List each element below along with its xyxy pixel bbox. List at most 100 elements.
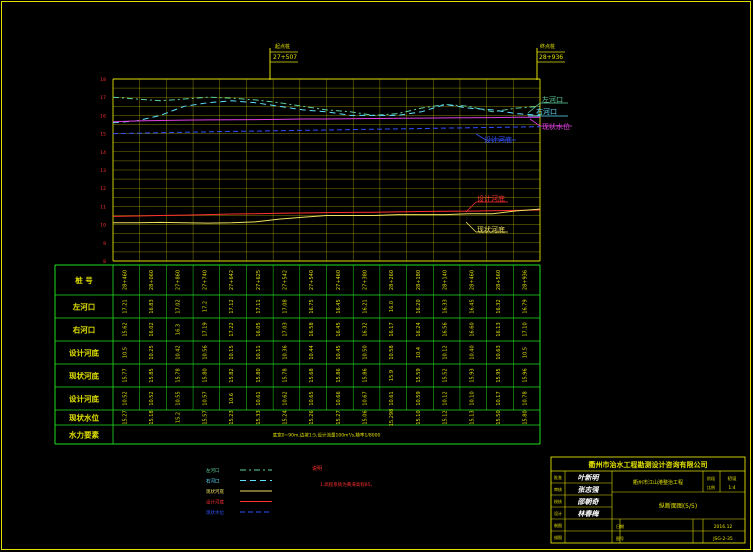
table-station-cell: 28+936 [523, 270, 529, 290]
legend-label: 设计河底 [206, 499, 224, 506]
title-block-role: 批准 [554, 474, 562, 480]
table-value-cell: 10.55 [176, 391, 182, 405]
table-value-cell: 15.78 [282, 368, 288, 382]
table-value-cell: 16.75 [309, 299, 315, 313]
table-station-cell: 27+380 [363, 270, 369, 290]
table-value-cell: 16.56 [443, 322, 449, 336]
table-value-cell: 16.79 [523, 299, 529, 313]
table-row-label: 水力要素 [69, 430, 99, 440]
start-marker: 起点桩 27+507 [269, 43, 298, 80]
title-block-signature: 邵朝奇 [578, 497, 600, 506]
y-tick-label: 17 [100, 95, 106, 101]
table-station-cell: 28+260 [389, 270, 395, 290]
table-station-cell: 27+625 [256, 270, 262, 290]
table-value-cell: 15.52 [443, 368, 449, 382]
table-value-cell: 17.10 [523, 322, 529, 336]
drawing-title: 纵断面图(5/5) [659, 502, 697, 510]
table-value-cell: 16.60 [469, 322, 475, 336]
table-value-cell: 10.61 [256, 391, 262, 405]
label-now-bottom: 现状河底 [477, 225, 505, 234]
scale-label: 比例 [707, 484, 715, 490]
table-value-cell: 16.17 [389, 322, 395, 336]
table-row-label: 左河口 [72, 302, 96, 312]
y-tick-label: 10 [100, 223, 106, 229]
table-value-cell: 10.42 [176, 345, 182, 359]
table-value-cell: 15.9 [389, 370, 395, 381]
y-tick-label: 16 [100, 113, 106, 119]
date-label: 日期 [616, 523, 624, 529]
table-value-cell: 10.12 [443, 391, 449, 405]
table-value-cell: 17.21 [122, 299, 128, 313]
y-tick-label: 18 [100, 77, 106, 83]
label-design-bottom: 设计河底 [477, 194, 505, 203]
table-value-cell: 15.86 [336, 368, 342, 382]
table-station-cell: 27+542 [282, 270, 288, 290]
table-value-cell: 10.59 [416, 391, 422, 405]
company-name: 衢州市治水工程勘测设计咨询有限公司 [589, 460, 708, 469]
table-row-label: 设计河底 [69, 348, 99, 358]
table-station-cell: 27+740 [202, 270, 208, 290]
label-design-blue: 设计河底 [484, 135, 512, 144]
end-marker-station: 28+936 [539, 54, 563, 61]
table-value-cell: 16.05 [256, 322, 262, 336]
legend-label: 现状河底 [206, 488, 224, 495]
title-block-signature: 林春梅 [578, 509, 601, 518]
table-value-cell: 17.08 [282, 299, 288, 313]
y-tick-label: 9 [103, 241, 106, 247]
table-value-cell: 16.45 [469, 299, 475, 313]
table-value-cell: 10.63 [496, 345, 502, 359]
table-value-cell: 15.93 [469, 368, 475, 382]
table-value-cell: 17.02 [176, 299, 182, 313]
table-value-cell: 15.68 [309, 368, 315, 382]
table-row-label-station: 桩 号 [75, 275, 93, 285]
table-value-cell: 15.50 [496, 410, 502, 424]
table-value-cell: 15.82 [229, 368, 235, 382]
table-value-cell: 10.25 [149, 345, 155, 359]
table-value-cell: 15.12 [443, 410, 449, 424]
table-station-cell: 27+860 [176, 270, 182, 290]
table-value-cell: 10.15 [229, 345, 235, 359]
table-value-cell: 15.13 [469, 410, 475, 424]
table-value-cell: 10.6 [229, 393, 235, 404]
end-marker-name: 终点桩 [540, 43, 555, 50]
table-station-cell: 27+460 [336, 270, 342, 290]
table-value-cell: 17.03 [282, 322, 288, 336]
table-value-cell: 10.17 [496, 391, 502, 405]
table-value-cell: 10.78 [523, 391, 529, 405]
series-line-左河口 [112, 96, 541, 116]
table-value-cell: 15.80 [202, 368, 208, 382]
table-value-cell: 15.27 [336, 410, 342, 424]
table-value-cell: 10.12 [443, 345, 449, 359]
table-value-cell: 15.57 [202, 410, 208, 424]
table-value-cell: 16.24 [416, 322, 422, 336]
table-value-cell: 15.85 [149, 368, 155, 382]
table-value-cell: 10.56 [202, 345, 208, 359]
scale-value: 1:4 [728, 485, 735, 491]
y-tick-label: 14 [100, 150, 106, 156]
table-value-cell: 10.67 [363, 391, 369, 405]
table-station-cell: 27+540 [309, 270, 315, 290]
table-value-cell: 10.40 [469, 345, 475, 359]
table-row-label: 设计河底 [69, 394, 99, 404]
table-value-cell: 15.10 [416, 410, 422, 424]
project-name: 衢州市江山港整治工程 [633, 479, 683, 486]
table-station-cell: 28+140 [443, 270, 449, 290]
table-value-cell: 10.62 [282, 391, 288, 405]
table-row-label: 现状水位 [69, 413, 99, 423]
date-value: 2016.12 [714, 524, 733, 530]
series-line-设计河底 [112, 126, 541, 135]
table-value-cell: 15.86 [363, 368, 369, 382]
table-station-cell: 28+460 [469, 270, 475, 290]
title-block-role: 校核 [554, 498, 562, 504]
table-value-cell: 10.50 [363, 345, 369, 359]
table-value-cell: 15.23 [229, 410, 235, 424]
table-value-cell: 16.20 [416, 299, 422, 313]
table-value-cell: 15.27 [122, 410, 128, 424]
label-you: 右河口 [536, 107, 557, 116]
table-value-cell: 17.11 [256, 299, 262, 313]
table-value-cell: 10.11 [256, 345, 262, 359]
y-tick-label: 12 [100, 186, 106, 192]
table-value-cell: 15.95 [496, 368, 502, 382]
